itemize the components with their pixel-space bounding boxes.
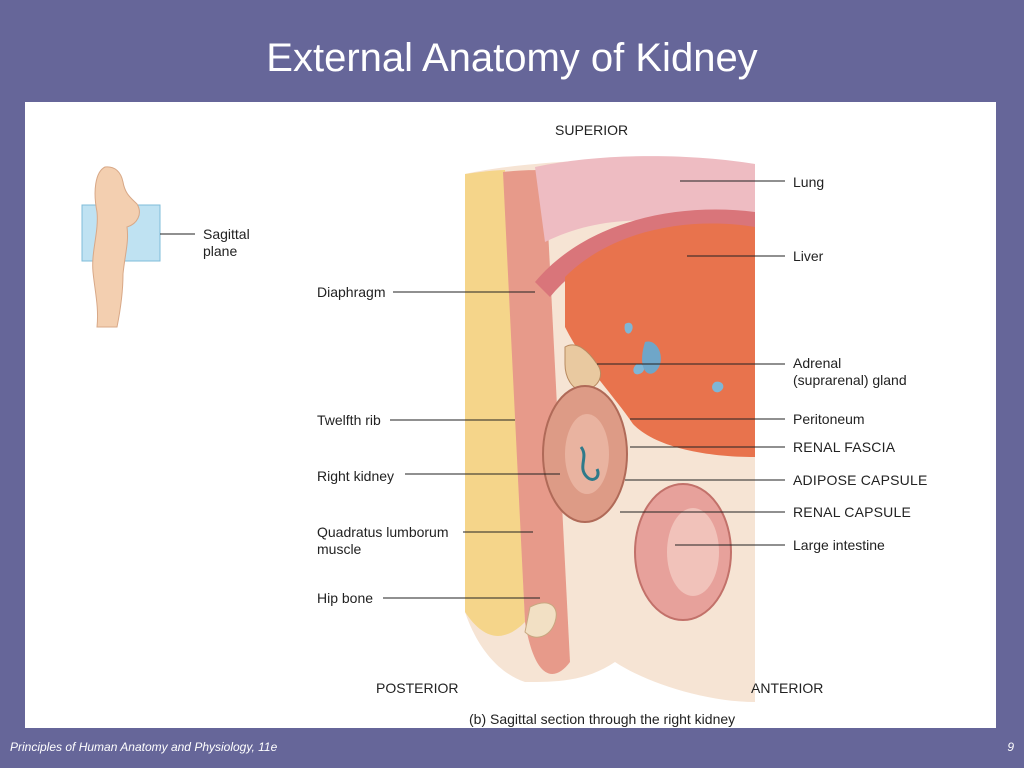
leader-lines (160, 180, 785, 599)
label-right-kidney: Right kidney (317, 468, 395, 484)
figure-caption: (b) Sagittal section through the right k… (469, 711, 736, 727)
orientation-anterior: ANTERIOR (751, 680, 824, 696)
page-number: 9 (1007, 740, 1014, 754)
kidney-cross-section (465, 156, 755, 703)
label-hip-bone: Hip bone (317, 590, 374, 606)
sagittal-plane-label: Sagittal plane (203, 226, 250, 259)
label-adipose-capsule: ADIPOSE CAPSULE (793, 472, 928, 488)
label-peritoneum: Peritoneum (793, 411, 865, 427)
label-large-intestine: Large intestine (793, 537, 885, 553)
label-quadratus-lumborum: Quadratus lumborum muscle (317, 524, 449, 557)
label-diaphragm: Diaphragm (317, 284, 386, 300)
label-liver: Liver (793, 248, 824, 264)
label-adrenal-gland: Adrenal (suprarenal) gland (793, 355, 907, 388)
slide-title: External Anatomy of Kidney (266, 36, 758, 80)
orientation-posterior: POSTERIOR (376, 680, 459, 696)
label-lung: Lung (793, 174, 825, 190)
figure-panel: Sagittal plane SUPERIOR POSTERIOR ANTERI… (25, 102, 996, 728)
sagittal-section-illustration (81, 156, 785, 703)
body-silhouette-inset (81, 166, 161, 328)
label-twelfth-rib: Twelfth rib (317, 412, 381, 428)
label-renal-fascia: RENAL FASCIA (793, 439, 896, 455)
orientation-superior: SUPERIOR (555, 122, 629, 138)
footer-book-title: Principles of Human Anatomy and Physiolo… (10, 740, 278, 754)
label-renal-capsule: RENAL CAPSULE (793, 504, 912, 520)
